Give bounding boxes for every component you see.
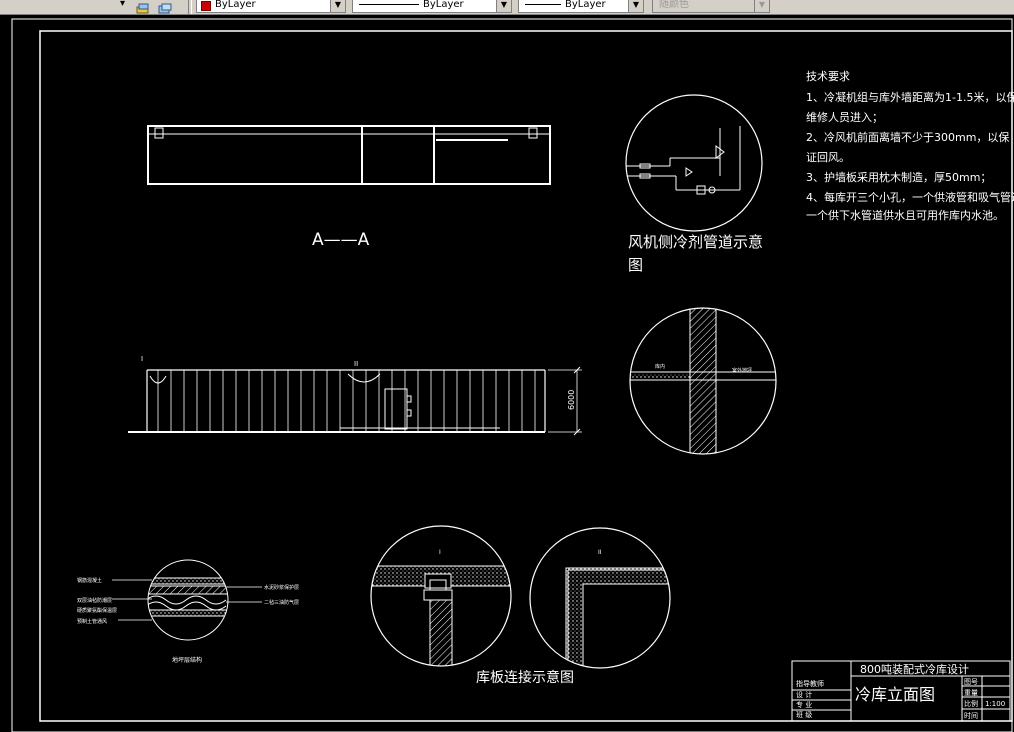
floor-label: 钢筋混凝土: [77, 577, 102, 584]
sheet-inner-border: [39, 30, 1013, 722]
tech-req-line: 1、冷凝机组与库外墙距离为1-1.5米，以保证: [806, 90, 1014, 104]
fan-pipe-caption-2: 图: [628, 256, 643, 274]
fan-pipe-caption: 风机侧冷剂管道示意: [628, 233, 763, 251]
height-dimension: 6000: [567, 390, 576, 410]
layer-previous-icon[interactable]: [158, 0, 172, 14]
lineweight-preview: [525, 4, 561, 5]
elevation-mark-i: I: [141, 355, 143, 363]
plotstyle-combo-value: 随颜色: [659, 0, 689, 10]
title-block-label: 设 计: [796, 690, 812, 699]
elevation-view: [128, 366, 582, 436]
fan-pipe-detail: [625, 94, 763, 232]
lineweight-combo-value: ByLayer: [565, 0, 606, 10]
wall-detail-right-label: 室外地坪: [732, 367, 752, 374]
color-combo[interactable]: ByLayer ▼: [196, 0, 346, 13]
plotstyle-combo: 随颜色 ▼: [652, 0, 770, 13]
tech-req-line: 维修人员进入；: [806, 110, 883, 124]
tech-req-line: 证回风。: [806, 151, 850, 164]
linetype-combo-value: ByLayer: [423, 0, 464, 10]
title-block-label: 比例: [964, 699, 978, 708]
panel-joint-detail-ii: II: [529, 527, 671, 669]
title-block: [791, 660, 1011, 722]
floor-label: 预制土管通风: [77, 618, 107, 625]
floor-detail-caption: 地坪层结构: [172, 656, 202, 664]
chevron-down-icon[interactable]: ▾: [120, 0, 126, 9]
tech-req-heading: 技术要求: [806, 70, 850, 83]
color-swatch: [201, 1, 211, 11]
floor-label: 硬质聚氨酯保温层: [77, 607, 117, 614]
technical-requirements: 技术要求 1、冷凝机组与库外墙距离为1-1.5米，以保证 维修人员进入； 2、冷…: [806, 70, 1014, 222]
toolbar-separator: [188, 0, 192, 14]
title-block-label: 重量: [964, 689, 978, 697]
joint-mark-i: I: [439, 549, 441, 556]
chevron-down-icon[interactable]: ▼: [330, 0, 345, 12]
title-block-label: 专 业: [796, 700, 812, 709]
panel-joint-detail-i: I: [370, 525, 512, 667]
title-block-label: 班 级: [796, 710, 812, 719]
section-label: A——A: [312, 230, 370, 250]
tech-req-line: 3、护墙板采用枕木制造，厚50mm；: [806, 170, 991, 184]
properties-toolbar: ▾ ByLayer ▼ ByLayer ▼ ByLayer ▼ 随颜色 ▼: [0, 0, 1014, 15]
tech-req-line: 一个供下水管道供水且可用作库内水池。: [806, 208, 1004, 222]
color-combo-value: ByLayer: [215, 0, 256, 10]
title-block-label: 指导教师: [796, 679, 824, 688]
title-block-drawing-title: 冷库立面图: [855, 685, 935, 704]
lineweight-combo[interactable]: ByLayer ▼: [518, 0, 644, 13]
title-block-label: 图号: [964, 678, 978, 686]
tech-req-line: 4、每库开三个小孔，一个供液管和吸气管进出，: [806, 190, 1014, 204]
title-block-scale: 1:100: [985, 700, 1005, 708]
tech-req-line: 2、冷风机前面离墙不少于300mm，以保: [806, 130, 1009, 144]
floor-label: 二毡三油防气层: [264, 599, 299, 606]
title-block-project: 800吨装配式冷库设计: [860, 663, 969, 676]
chevron-down-icon: ▼: [754, 0, 769, 12]
layer-state-icon[interactable]: [136, 0, 150, 14]
floor-layer-detail: 钢筋混凝土 双层油毡防潮层 硬质聚氨酯保温层 预制土管通风 水泥砂浆保护层 二毡…: [77, 559, 299, 664]
floor-label: 水泥砂浆保护层: [264, 584, 299, 591]
floor-label: 双层油毡防潮层: [77, 597, 112, 604]
title-block-label: 时间: [964, 711, 978, 720]
plan-view-section: [147, 125, 551, 185]
wall-detail-left-label: 库内: [655, 363, 665, 370]
chevron-down-icon[interactable]: ▼: [628, 0, 643, 12]
elevation-mark-ii: II: [354, 360, 358, 368]
joint-mark-ii: II: [598, 549, 602, 556]
linetype-preview: [359, 4, 419, 5]
chevron-down-icon[interactable]: ▼: [496, 0, 511, 12]
joint-caption: 库板连接示意图: [476, 669, 574, 686]
wall-detail: 库内 室外地坪: [629, 307, 777, 455]
linetype-combo[interactable]: ByLayer ▼: [352, 0, 512, 13]
